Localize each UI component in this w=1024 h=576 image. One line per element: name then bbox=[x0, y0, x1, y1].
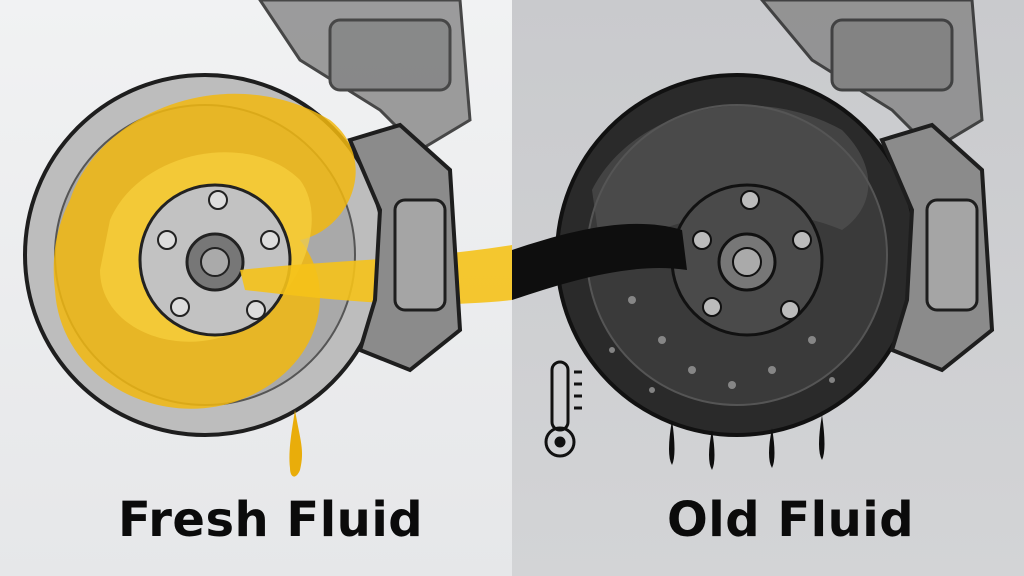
fresh-fluid-panel: Fresh Fluid bbox=[0, 0, 512, 576]
fresh-fluid-label: Fresh Fluid bbox=[118, 492, 424, 548]
thermometer-icon bbox=[544, 360, 582, 458]
old-brake-rotor-illustration bbox=[512, 0, 995, 470]
old-fluid-label: Old Fluid bbox=[667, 492, 915, 548]
fresh-brake-rotor-illustration bbox=[23, 0, 512, 477]
old-fluid-panel: Old Fluid bbox=[512, 0, 1024, 576]
